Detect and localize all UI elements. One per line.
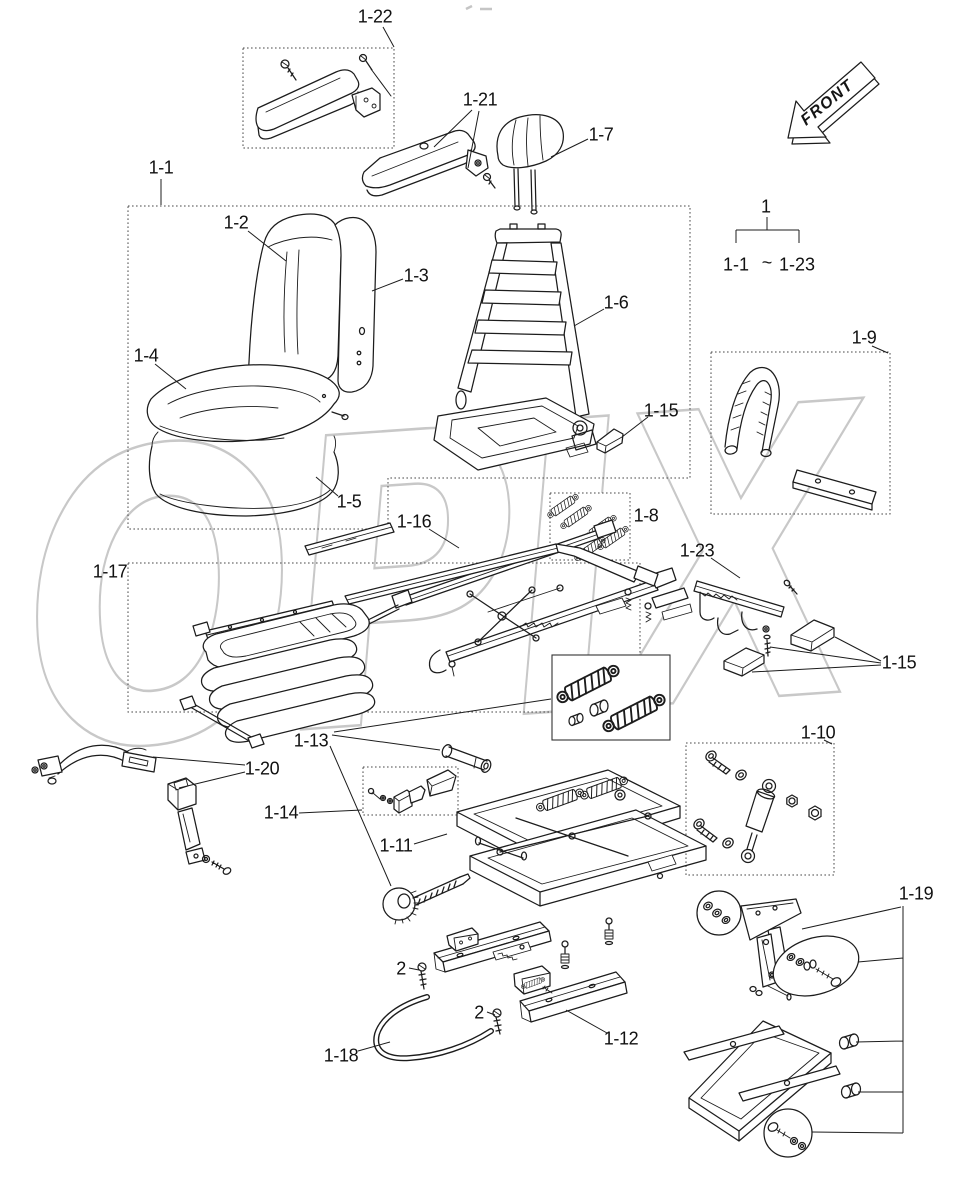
spring-kit-1-13 — [553, 661, 669, 736]
mount-bolt-2-right — [492, 1008, 502, 1035]
seat-back-cover-1-3 — [334, 216, 377, 393]
front-arrow-label: FRONT — [798, 76, 857, 129]
belt-guide-kit-1-9 — [724, 366, 877, 511]
group-1-bracket — [735, 217, 800, 243]
seat-back-cushion-1-2 — [248, 213, 342, 391]
bracket-kit-1-14 — [367, 769, 457, 814]
mount-bracket-1-19 — [696, 890, 860, 1001]
frame-boxes — [127, 47, 891, 713]
seat-belt-1-20 — [31, 744, 232, 875]
seat-frame-1-6 — [433, 223, 597, 471]
seat-cushion-1-4 — [146, 364, 349, 443]
scissor-frame-1-11 — [456, 769, 707, 907]
box-1-9 — [710, 351, 891, 515]
ratchet-rail-1-23 — [693, 579, 798, 635]
front-direction-arrow — [787, 61, 880, 145]
armrest-1-21 — [361, 129, 496, 197]
damper-cylinder-1-13 — [441, 744, 492, 773]
stopper-block-1-15-upper — [596, 428, 624, 454]
slide-rail-assembly-1-16 — [304, 519, 693, 677]
mount-bolt-2-left — [417, 962, 427, 990]
assembly-group-number: 1 — [760, 196, 772, 217]
stud-spring-pair-right — [604, 917, 614, 946]
adjuster-knob-1-13 — [382, 873, 471, 925]
seat-cushion-foam-1-5 — [148, 431, 339, 517]
box-1-22 — [242, 47, 395, 149]
corner-smudge — [465, 4, 492, 11]
assembly-range-to: 1-23 — [778, 254, 816, 275]
box-1-17 — [127, 562, 641, 713]
leader-lines — [152, 26, 904, 1134]
tilt-handle-1-18 — [373, 994, 494, 1062]
assembly-range-from: 1-1 — [722, 254, 750, 275]
shock-absorber-kit-1-10 — [693, 750, 822, 864]
headrest-1-7 — [496, 114, 564, 215]
lower-rail-upper — [433, 921, 552, 973]
box-1-1 — [127, 205, 691, 530]
suspension-bellows-1-17 — [179, 543, 659, 749]
stud-spring-pair-left — [560, 940, 570, 970]
assembly-range-tilde: ~ — [761, 252, 773, 273]
armrest-kit-1-22 — [255, 53, 392, 140]
stopper-blocks-1-15-right — [723, 619, 835, 677]
floor-mount-plate-1-19 — [683, 1020, 862, 1158]
lower-rail-1-12 — [513, 965, 628, 1023]
